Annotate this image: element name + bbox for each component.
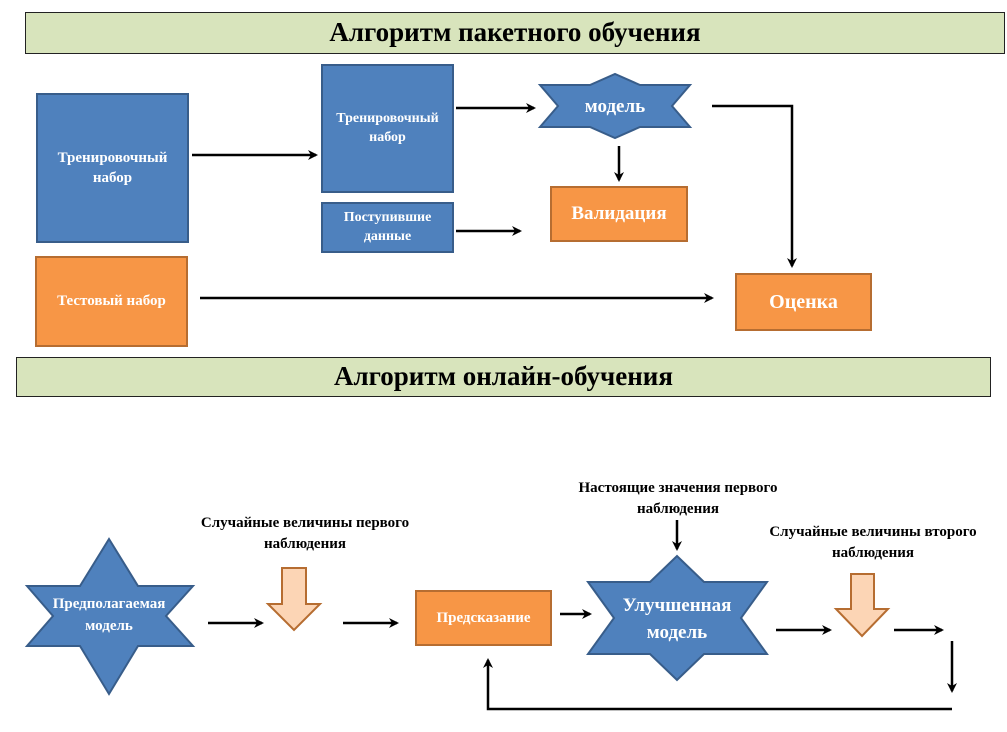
down-arrow-second-icon	[833, 573, 891, 638]
evaluation-label: Оценка	[769, 290, 838, 313]
true-values-first-label: Настоящие значения первого наблюдения	[578, 480, 778, 517]
test-set-box: Тестовый набор	[35, 256, 188, 347]
prediction-label: Предсказание	[436, 609, 531, 626]
training-set-small-box: Тренировочный набор	[321, 64, 454, 193]
prediction-box: Предсказание	[415, 590, 552, 646]
improved-model-label-2: модель	[647, 622, 707, 643]
arrow-feedback-loop	[483, 658, 952, 711]
online-learning-title: Алгоритм онлайн-обучения	[16, 357, 991, 397]
batch-learning-title: Алгоритм пакетного обучения	[25, 12, 1005, 54]
assumed-model-star: Предполагаемая модель	[24, 537, 196, 696]
training-set-label: Тренировочный набор	[57, 149, 168, 186]
down-arrow-first-icon	[265, 567, 323, 632]
assumed-model-label-2: модель	[85, 618, 133, 634]
training-set-small-label: Тренировочный набор	[336, 110, 439, 145]
assumed-model-label-1: Предполагаемая	[53, 596, 166, 612]
test-set-label: Тестовый набор	[57, 293, 166, 310]
evaluation-box: Оценка	[735, 273, 872, 331]
random-values-second-label: Случайные величины второго наблюдения	[769, 524, 977, 561]
training-set-box: Тренировочный набор	[36, 93, 189, 243]
arrow-model-to-evaluation	[712, 104, 797, 268]
model-label: модель	[585, 96, 645, 117]
random-values-first-label: Случайные величины первого наблюдения	[200, 515, 410, 552]
incoming-data-label: Поступившие данные	[343, 209, 432, 244]
improved-model-label-1: Улучшенная	[623, 595, 732, 616]
validation-label: Валидация	[571, 203, 667, 225]
improved-model-star: Улучшенная модель	[586, 554, 769, 682]
validation-box: Валидация	[550, 186, 688, 242]
model-shape: модель	[537, 72, 693, 140]
incoming-data-box: Поступившие данные	[321, 202, 454, 253]
